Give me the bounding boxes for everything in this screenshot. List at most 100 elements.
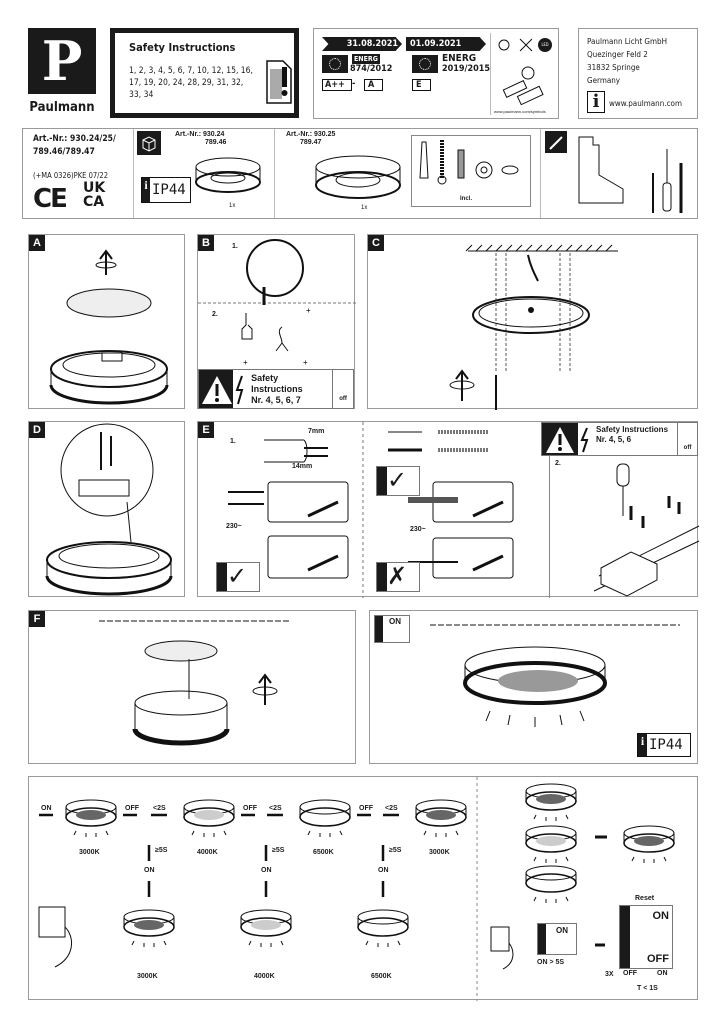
step-c-panel: C xyxy=(367,234,698,410)
product-info-row: Art.-Nr.: 930.24/25/ 789.46/789.47 (+MA … xyxy=(22,128,698,219)
time-limit-label: T < 1S xyxy=(637,985,658,992)
energy-class-new: E xyxy=(412,79,431,91)
substep-2: 2. xyxy=(555,460,561,467)
seq-off-label: OFF xyxy=(623,970,637,977)
variant2-article: Art.-Nr.: 930.25 xyxy=(286,131,336,138)
eu-flag-icon xyxy=(412,55,438,73)
date-arrow-1: 31.08.2021 xyxy=(322,37,402,51)
variant1-article2: 789.46 xyxy=(205,139,227,146)
energy-class-sep: - xyxy=(352,79,356,89)
step-e-panel: E 1. 7mm 14mm 230~ 230~ ✓ ✓ ✗ Safety Ins… xyxy=(197,421,700,598)
lt2s-label: <2S xyxy=(269,805,282,812)
regulation-2: 2019/2015 xyxy=(442,64,491,74)
date-arrow-2: 01.09.2021 xyxy=(406,37,486,51)
seq-on-label: ON xyxy=(657,970,668,977)
warning-triangle-icon xyxy=(542,423,578,455)
energy-label-box: 31.08.2021 01.09.2021 ENERG 874/2012 ENE… xyxy=(313,28,559,119)
variant1-qty: 1x xyxy=(229,203,236,209)
safety-numbers: 1, 2, 3, 4, 5, 6, 7, 10, 12, 15, 16, 17,… xyxy=(129,66,253,100)
ceiling-light-large-image xyxy=(315,155,401,199)
step-label-b: B xyxy=(198,235,214,251)
temp-label: 6500K xyxy=(313,849,334,856)
temp-label: 6500K xyxy=(371,973,392,980)
lt2s-label: <2S xyxy=(385,805,398,812)
energ-label-1: ENERG xyxy=(352,54,380,64)
safety-label: Safety Instructions xyxy=(596,425,669,434)
lit-lamp-illustration xyxy=(430,624,680,727)
temp-label: 4000K xyxy=(254,973,275,980)
included-hardware: Incl. xyxy=(411,135,531,207)
attach-lamp-illustration xyxy=(99,620,289,746)
safety-label: Safety Instructions xyxy=(251,373,303,394)
logo-mark: P xyxy=(28,28,96,94)
remove-cover-illustration xyxy=(49,249,169,405)
step-label-d: D xyxy=(29,422,45,438)
off-label: OFF xyxy=(359,805,373,812)
safety-title: Safety Instructions xyxy=(129,41,236,54)
safety-numbers-b: Nr. 4, 5, 6, 7 xyxy=(251,395,301,405)
substep-2: 2. xyxy=(212,311,218,318)
ce-mark: CE xyxy=(33,184,68,214)
times-label: 3X xyxy=(605,971,614,978)
led-icon: LED xyxy=(538,38,552,52)
cct-sequence-illustration xyxy=(38,777,675,1001)
mark-drill-holes-illustration: +++ xyxy=(198,239,356,367)
variant2-qty: 1x xyxy=(361,205,368,211)
variant2-article2: 789.47 xyxy=(300,139,322,146)
energy-class-to: A xyxy=(364,79,384,91)
on-label: ON xyxy=(261,867,272,874)
voltage-label: 230~ xyxy=(226,523,242,530)
switch-on-icon: ON xyxy=(537,923,577,955)
svg-text:+: + xyxy=(243,358,248,367)
temp-label: 3000K xyxy=(79,849,100,856)
substep-1: 1. xyxy=(232,243,238,250)
ge5s-label: ≥5S xyxy=(272,847,285,854)
step-label-a: A xyxy=(29,235,45,251)
correct-check-icon: ✓ xyxy=(216,562,260,592)
power-off-icon: off xyxy=(332,370,353,408)
regulation-1: 874/2012 xyxy=(350,64,393,74)
step-label-c: C xyxy=(368,235,384,251)
info-icon: i xyxy=(142,178,150,202)
ceiling-light-small-image xyxy=(195,157,261,193)
strip-length-14mm: 14mm xyxy=(292,463,313,470)
switch-on-icon: ON xyxy=(374,615,410,643)
address-city: 31832 Springe xyxy=(587,63,640,72)
on-label: ON xyxy=(144,867,155,874)
hardware-icons xyxy=(419,140,519,185)
svg-text:+: + xyxy=(306,306,311,315)
ge5s-label: ≥5S xyxy=(155,847,168,854)
color-temperature-panel: ON OFF <2S OFF <2S OFF <2S 3000K 4000K 6… xyxy=(28,776,698,1001)
on-label: ON xyxy=(378,867,389,874)
website-link[interactable]: www.paulmann.com xyxy=(609,99,682,108)
temp-label: 3000K xyxy=(137,973,158,980)
symbols-url[interactable]: www.paulmann.com/symbols xyxy=(494,109,546,114)
off-label: OFF xyxy=(243,805,257,812)
ge5s-label: ≥5S xyxy=(389,847,402,854)
junction-box-illustration xyxy=(593,463,700,597)
safety-instructions-box: Safety Instructions 1, 2, 3, 4, 5, 6, 7,… xyxy=(110,28,299,118)
step-a-panel: A xyxy=(28,234,185,409)
safety-numbers-e: Nr. 4, 5, 6 xyxy=(596,435,632,444)
lt2s-label: <2S xyxy=(153,805,166,812)
no-bulb-icons xyxy=(498,38,533,52)
eu-flag-icon xyxy=(322,55,348,73)
drill-screwdriver-pencil-image xyxy=(578,136,683,213)
article-number: Art.-Nr.: 930.24/25/ 789.46/789.47 xyxy=(33,134,116,157)
address-country: Germany xyxy=(587,76,621,85)
company-name: Paulmann Licht GmbH xyxy=(587,37,667,46)
energ-label-2: ENERG xyxy=(442,53,477,64)
incorrect-x-icon: ✗ xyxy=(376,562,420,592)
electric-shock-icon xyxy=(580,427,589,453)
voltage-label: 230~ xyxy=(410,526,426,533)
step-label-f: F xyxy=(29,611,45,627)
lamp-disposal-icon xyxy=(502,66,544,106)
